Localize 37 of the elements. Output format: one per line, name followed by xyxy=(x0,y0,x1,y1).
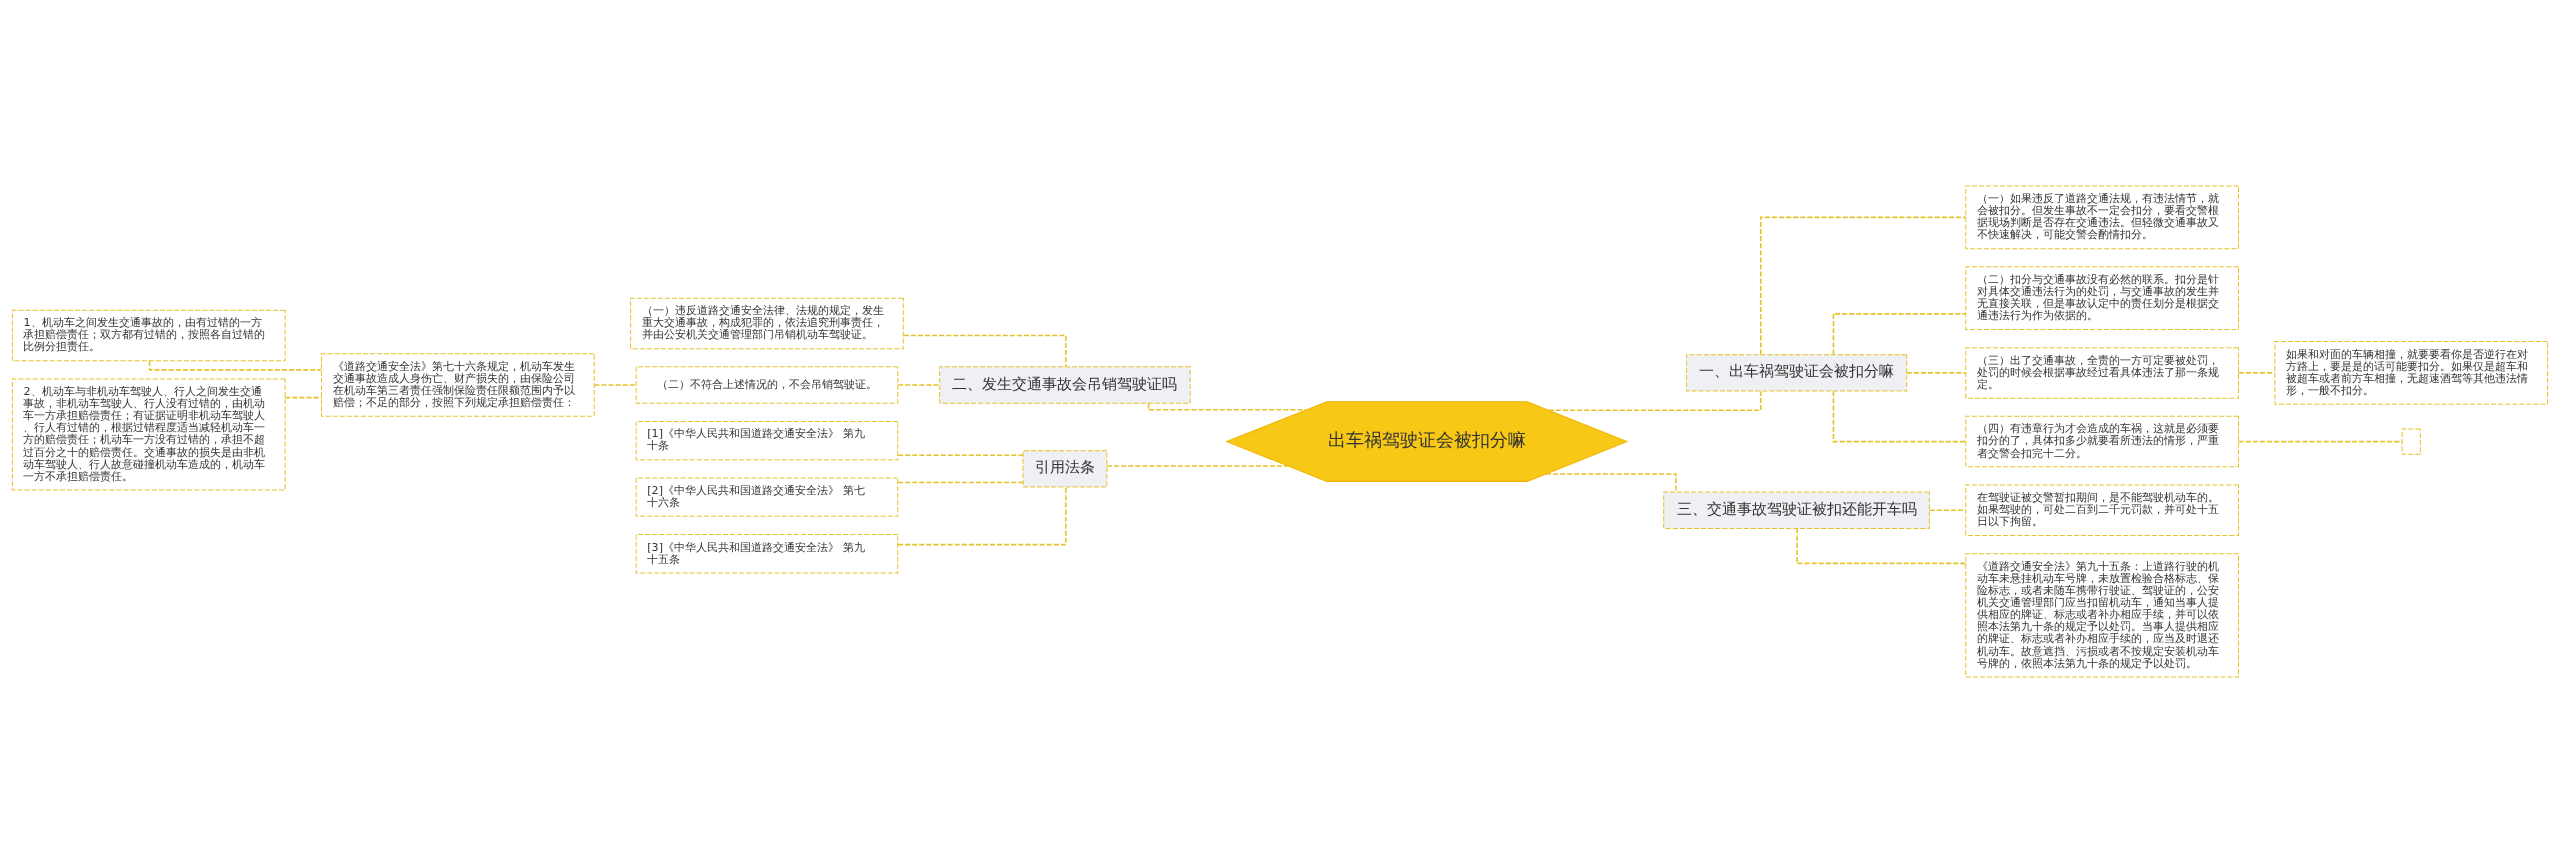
connector xyxy=(897,486,1067,546)
node-box: （一）违反道路交通安全法律、法规的规定，发生重大交通事故，构成犯罪的，依法追究刑事责任，并由公安机关交通管理部门吊销机动车驾驶证。 xyxy=(630,297,904,350)
connector xyxy=(2237,440,2403,443)
node-box: [2]《中华人民共和国道路交通安全法》 第七十六条 xyxy=(635,477,899,517)
node-box: 如果和对面的车辆相撞，就要要看你是否逆行在对方路上，要是是的话可能要扣分。如果仅是超车和被超车或者前方车相撞，无超速酒驾等其他违法情形，一般不扣分。 xyxy=(2274,341,2549,405)
connector xyxy=(1147,402,1308,411)
node-box: （四）有违章行为才会造成的车祸，这就是必须要扣分的了，具体扣多少就要看所违法的情形，严重者交警会扣完十二分。 xyxy=(1965,415,2239,468)
node-box: 三、交通事故驾驶证被扣还能开车吗 xyxy=(1663,491,1930,529)
node-box: （二）扣分与交通事故没有必然的联系。扣分是针对具体交通违法行为的处罚，与交通事故的发生并无直接关联，但是事故认定中的责任划分是根据交通违法行为作为依据的。 xyxy=(1965,266,2239,330)
node-box: （一）如果违反了道路交通法规，有违法情节，就会被扣分。但发生事故不一定会扣分，要看交警根据现场判断是否存在交通违法。但轻微交通事故又不快速解决，可能交警会酌情扣分。 xyxy=(1965,185,2239,250)
node-box: 一、出车祸驾驶证会被扣分嘛 xyxy=(1685,354,1908,392)
connector xyxy=(593,384,637,386)
connector xyxy=(1548,390,1762,412)
node-box: 《道路交通安全法》第七十六条规定，机动车发生交通事故造成人身伤亡、财产损失的，由保险公司在机动车第三者责任强制保险责任限额范围内予以赔偿；不足的部分，按照下列规定承担赔偿责任： xyxy=(321,353,595,417)
node-box: （三）出了交通事故，全责的一方可定要被处罚，处罚的时候会根据事故经过看具体违法了那一条规定。 xyxy=(1965,347,2239,399)
connector xyxy=(1832,390,1967,443)
node-box: [3]《中华人民共和国道路交通安全法》 第九十五条 xyxy=(635,534,899,574)
node-box: [1]《中华人民共和国道路交通安全法》 第九十条 xyxy=(635,420,899,461)
node-box: 二、发生交通事故会吊销驾驶证吗 xyxy=(939,366,1191,404)
connector xyxy=(1106,465,1289,467)
connector xyxy=(897,481,1024,484)
node-box: 2、机动车与非机动车驾驶人、行人之间发生交通事故，非机动车驾驶人、行人没有过错的，由机动车一方承担赔偿责任；有证据证明非机动车驾驶人、行人有过错的，根据过错程度适当减轻机动车一方的赔偿责任；机动车一方没有过错的，承担不超过百分之十的赔偿责任。交通事故的损失是由非机动车驾驶人、行人故意碰撞机动车造成的，机动车一方不承担赔偿责任。 xyxy=(11,378,286,491)
connector xyxy=(148,360,323,371)
connector xyxy=(897,384,941,386)
connector xyxy=(1796,527,1967,565)
connector xyxy=(1928,509,1967,512)
connector xyxy=(1759,216,1967,356)
node-box: 在驾驶证被交警暂扣期间，是不能驾驶机动车的。如果驾驶的，可处二百到二千元罚款，并可处十五日以下拘留。 xyxy=(1965,484,2239,537)
node-box: 引用法条 xyxy=(1022,450,1108,488)
connector xyxy=(1832,313,1967,356)
connector xyxy=(2237,372,2276,374)
node-box: 《道路交通安全法》第九十五条：上道路行驶的机动车未悬挂机动车号牌，未放置检验合格标志、保险标志，或者未随车携带行驶证、驾驶证的，公安机关交通管理部门应当扣留机动车，通知当事人提供相应的牌证、标志或者补办相应手续，并可以依照本法第九十条的规定予以处罚。当事人提供相应的牌证、标志或者补办相应手续的，应当及时退还机动车。故意遮挡、污损或者不按规定安装机动车号牌的，依照本法第九十条的规定予以处罚。 xyxy=(1965,553,2239,678)
node-box xyxy=(2401,428,2421,455)
connector xyxy=(1906,372,1967,374)
node-box: （二）不符合上述情况的，不会吊销驾驶证。 xyxy=(635,366,899,404)
connector xyxy=(897,454,1024,457)
node-box: 1、机动车之间发生交通事故的，由有过错的一方承担赔偿责任；双方都有过错的，按照各自过错的比例分担责任。 xyxy=(11,309,286,362)
